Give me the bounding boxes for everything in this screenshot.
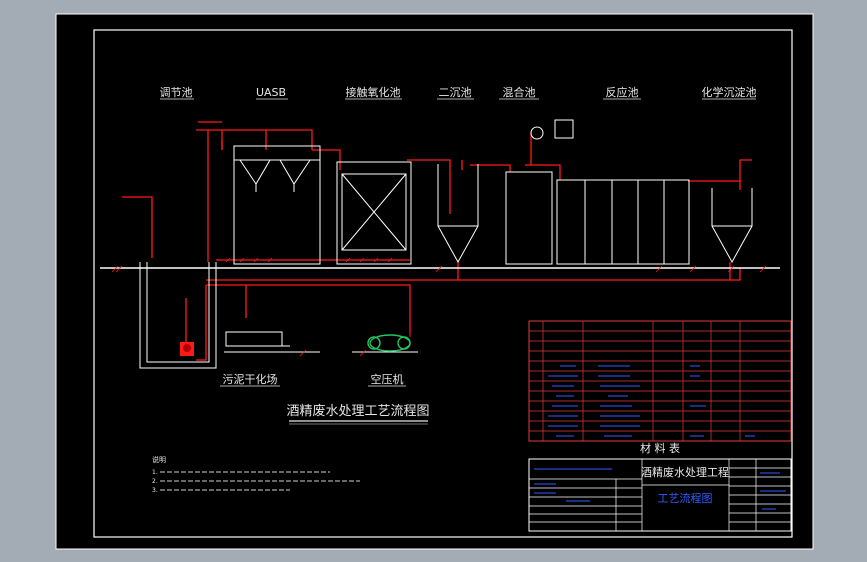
materials-table-caption: 材 料 表 (640, 441, 680, 455)
unit-label-mixing-tank: 混合池 (503, 85, 536, 99)
materials-table: 材 料 表 (528, 320, 792, 455)
ground-hatch (111, 257, 767, 357)
air-compressor-icon[interactable] (367, 333, 411, 352)
label-sludge-drying-yard: 污泥干化场 (223, 372, 278, 386)
regulating-tank-outline (139, 262, 217, 369)
uasb-reactor-outline (233, 145, 321, 265)
dosing-tank (554, 119, 574, 139)
submersible-pump (180, 342, 194, 356)
unit-label-secondary-clarifier: 二沉池 (439, 86, 472, 99)
reaction-tank-outline (556, 179, 690, 265)
title-block-project-name: 酒精废水处理工程 (641, 465, 729, 479)
sheet-outer-frame (55, 13, 814, 550)
chemical-settling-tank-outline (711, 188, 753, 264)
note-line-2: 2. (152, 478, 158, 485)
unit-label-uasb: UASB (256, 86, 286, 99)
unit-label-reaction-tank: 反应池 (606, 85, 639, 99)
title-block-drawing-name: 工艺流程图 (658, 491, 713, 505)
note-line-3: 3. (152, 487, 158, 494)
title-block: 酒精废水处理工程 工艺流程图 (528, 458, 792, 532)
mixing-tank-outline (505, 171, 553, 265)
label-air-compressor: 空压机 (371, 372, 404, 386)
drawing-sheet (56, 14, 813, 549)
unit-label-contact-oxidation-tank: 接触氧化池 (346, 85, 401, 99)
notes-heading: 说明 (152, 455, 166, 464)
sheet-inner-border (93, 29, 793, 538)
contact-oxidation-tank-outline (336, 161, 412, 265)
process-pipe-network (122, 121, 752, 361)
drawing-title: 酒精废水处理工艺流程图 (286, 403, 429, 419)
secondary-clarifier-outline (437, 164, 479, 264)
unit-label-regulating-tank: 调节池 (160, 86, 193, 99)
unit-label-chemical-settling-tank: 化学沉淀池 (702, 85, 757, 99)
sludge-drying-bed-outline (225, 331, 283, 347)
note-line-1: 1. (152, 469, 158, 476)
